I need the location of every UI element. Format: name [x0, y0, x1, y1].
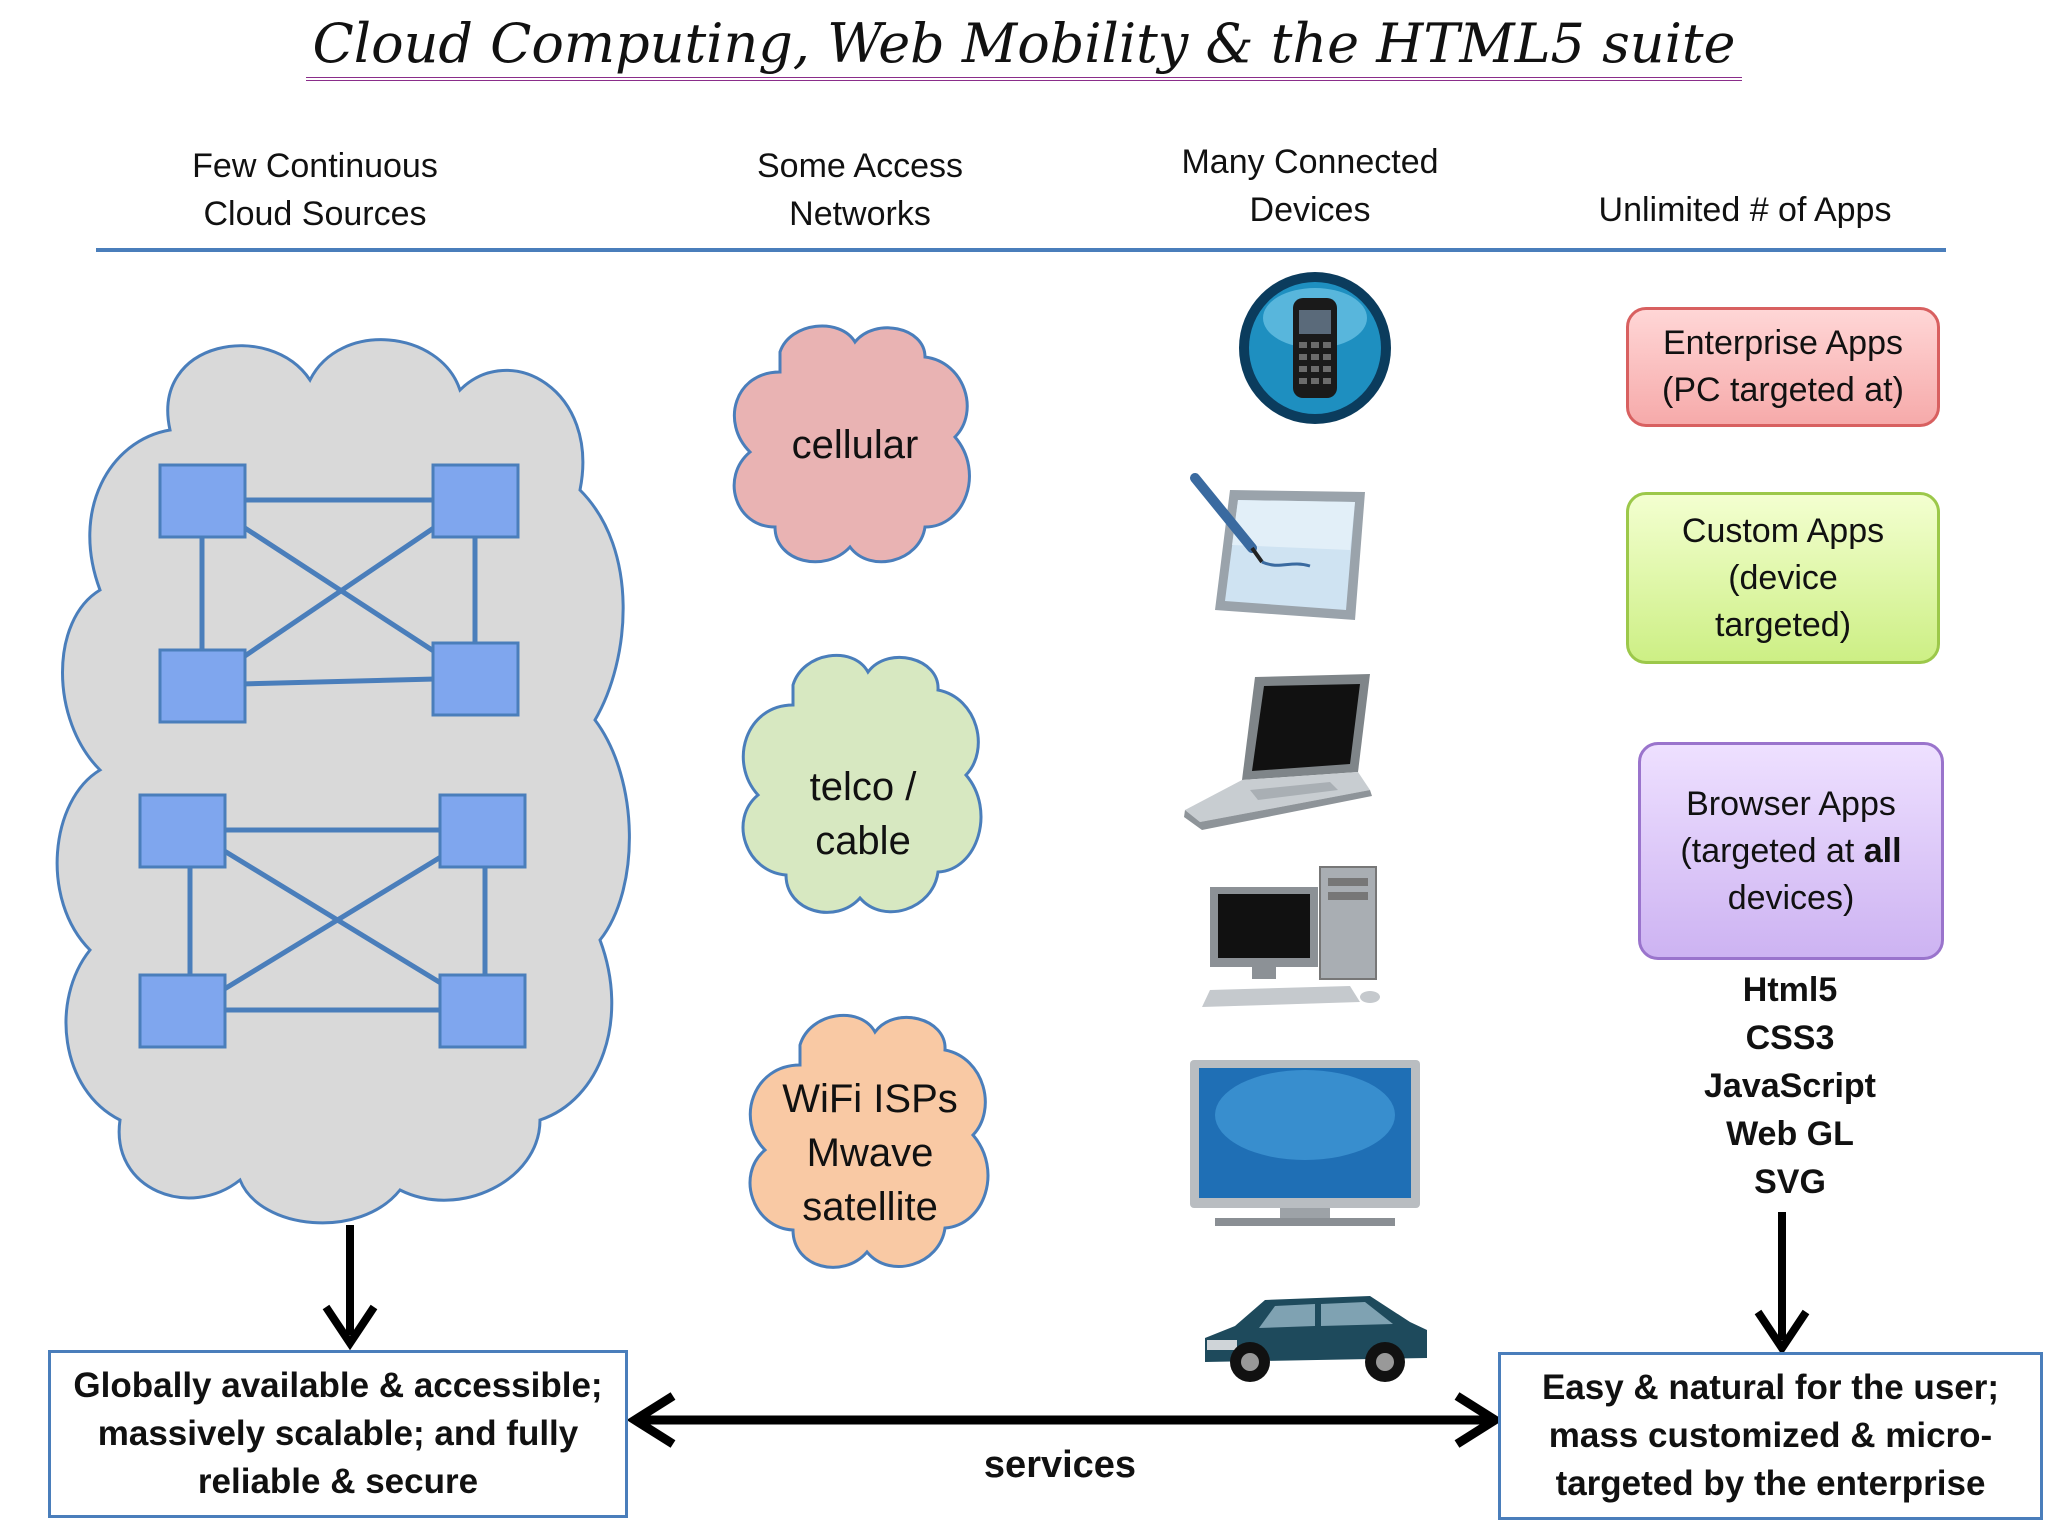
custom-apps-box: Custom Apps (device targeted) [1626, 492, 1940, 664]
column-header-line: Networks [789, 195, 931, 233]
user-benefits-box: Easy & natural for the user; mass custom… [1498, 1352, 2043, 1520]
server-node [158, 648, 247, 724]
network-label-line: satellite [802, 1185, 938, 1229]
tablet-pen-icon [1190, 473, 1365, 620]
arrow-cloud-down [322, 1225, 378, 1351]
server-node [438, 793, 527, 869]
network-label-line: WiFi ISPs [782, 1077, 958, 1121]
app-label-line: (targeted at all [1680, 828, 1901, 875]
server-node [158, 463, 247, 539]
benefit-line: reliable & secure [197, 1462, 479, 1501]
network-cloud-cellular [732, 324, 971, 564]
app-label-text: (targeted at [1680, 831, 1864, 870]
column-header-line: Some Access [757, 147, 963, 185]
column-header-connected-devices: Many Connected Devices [1150, 138, 1470, 234]
network-label-line: telco / [809, 765, 917, 809]
column-header-line: Unlimited # of Apps [1598, 191, 1892, 229]
benefit-line: targeted by the enterprise [1555, 1464, 1986, 1503]
column-header-cloud-sources: Few Continuous Cloud Sources [150, 142, 480, 238]
column-header-access-networks: Some Access Networks [700, 142, 1020, 238]
server-node [438, 973, 527, 1049]
benefit-line: massively scalable; and fully [97, 1414, 579, 1453]
network-label-line: Mwave [806, 1131, 934, 1175]
enterprise-apps-box: Enterprise Apps (PC targeted at) [1626, 307, 1940, 427]
technology-item: JavaScript [1704, 1067, 1876, 1105]
app-label-line: (device [1728, 558, 1838, 597]
column-header-line: Few Continuous [192, 147, 438, 185]
cloud-sources-diagram [55, 338, 631, 1225]
benefit-line: mass customized & micro- [1548, 1416, 1993, 1455]
app-label-line: Custom Apps [1681, 511, 1885, 550]
desktop-computer-icon [1202, 866, 1380, 1007]
column-header-line: Many Connected [1181, 143, 1439, 181]
technology-item: Html5 [1742, 971, 1838, 1009]
column-header-apps: Unlimited # of Apps [1540, 186, 1950, 234]
app-label-emphasis: all [1863, 831, 1902, 870]
phone-icon [1239, 272, 1391, 424]
technology-item: CSS3 [1745, 1019, 1835, 1057]
technology-item: Web GL [1726, 1115, 1854, 1153]
benefit-line: Easy & natural for the user; [1541, 1368, 2000, 1407]
server-node [138, 973, 227, 1049]
network-label-telco-cable: telco / cable [728, 760, 998, 868]
app-label-line: Enterprise Apps [1662, 324, 1903, 362]
cloud-benefits-box: Globally available & accessible; massive… [48, 1350, 628, 1518]
arrow-tech-down [1754, 1212, 1810, 1356]
header-divider [96, 248, 1946, 252]
server-node [138, 793, 227, 869]
app-label-line: targeted) [1714, 605, 1852, 644]
benefit-line: Globally available & accessible; [73, 1366, 603, 1405]
services-label: services [983, 1444, 1137, 1486]
network-label-cellular: cellular [720, 418, 990, 472]
column-header-line: Cloud Sources [203, 195, 427, 233]
server-node [431, 463, 520, 539]
network-label-wifi: WiFi ISPs Mwave satellite [735, 1072, 1005, 1234]
technology-item: SVG [1754, 1163, 1826, 1201]
app-label-line: devices) [1727, 878, 1855, 917]
server-node [431, 641, 520, 717]
network-label-line: cellular [791, 423, 919, 467]
network-cloud-telco-cable [741, 654, 983, 914]
arrow-services-bidirectional [626, 1392, 1504, 1448]
browser-apps-box: Browser Apps (targeted at all devices) [1638, 742, 1944, 960]
big-cloud-shape [55, 338, 631, 1225]
column-header-line: Devices [1249, 191, 1371, 229]
laptop-icon [1184, 674, 1372, 830]
app-label-line: (PC targeted at) [1662, 371, 1904, 409]
app-label-line: Browser Apps [1686, 784, 1896, 823]
technology-list: Html5 CSS3 JavaScript Web GL SVG [1640, 966, 1940, 1206]
title-text: Cloud Computing, Web Mobility & the HTML… [306, 12, 1742, 82]
network-label-line: cable [815, 819, 911, 863]
flat-screen-tv-icon [1190, 1060, 1420, 1226]
page-title: Cloud Computing, Web Mobility & the HTML… [0, 12, 2048, 82]
car-icon [1205, 1296, 1427, 1382]
network-cloud-wifi [748, 1014, 990, 1269]
